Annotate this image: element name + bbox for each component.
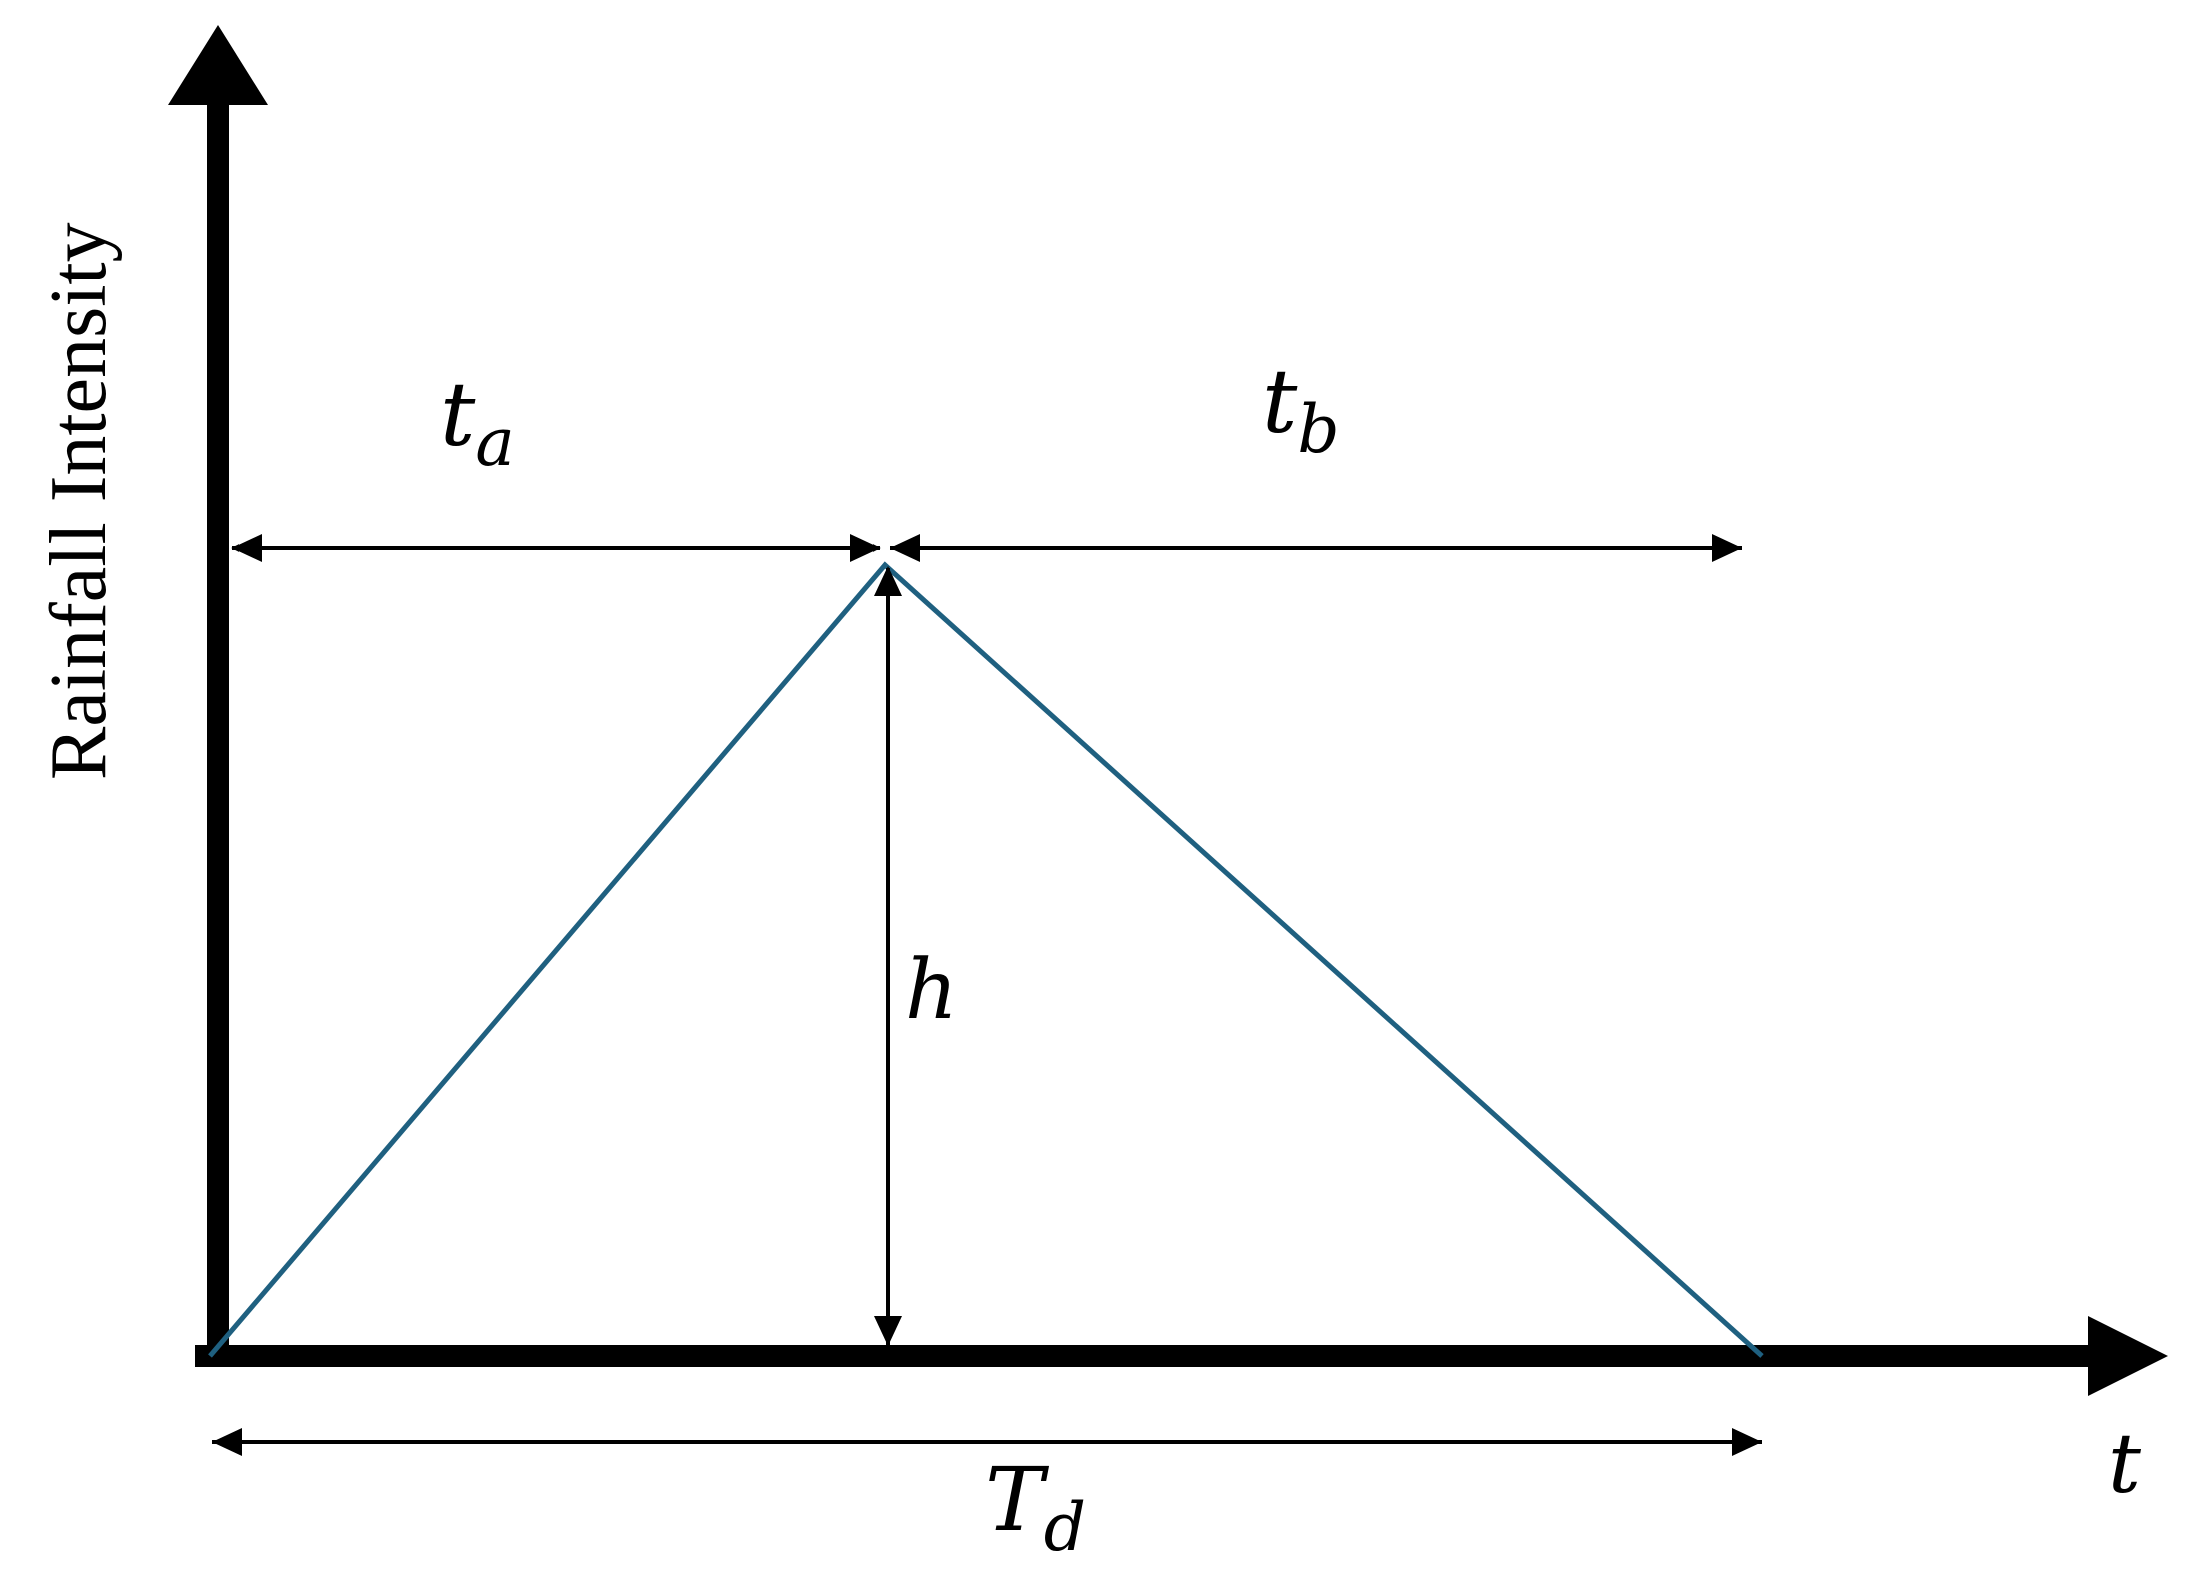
ta-label: ta (440, 363, 515, 481)
ta-label-sub: a (475, 404, 514, 481)
tb-label-base: t (1262, 350, 1298, 453)
x-axis-arrowhead (2088, 1316, 2168, 1396)
ta-label-base: t (440, 363, 476, 466)
h-arrowhead-top (874, 566, 902, 596)
tb-label: tb (1262, 350, 1340, 468)
td-label: Td (985, 1448, 1086, 1566)
h-arrowhead-bottom (874, 1316, 902, 1346)
hyetograph-triangle (208, 561, 1764, 1358)
tb-arrowhead-right (1712, 534, 1742, 562)
td-arrowhead-left (212, 1428, 242, 1456)
tb-arrowhead-left (890, 534, 920, 562)
tb-label-sub: b (1297, 391, 1339, 468)
x-axis-label: t (2108, 1417, 2142, 1512)
h-label: h (905, 943, 958, 1038)
td-label-base: T (985, 1448, 1050, 1551)
y-axis-arrowhead (168, 25, 268, 105)
y-axis-label: Rainfall Intensity (35, 222, 123, 780)
td-arrowhead-right (1732, 1428, 1762, 1456)
td-label-sub: d (1044, 1489, 1086, 1566)
ta-arrowhead-left (232, 534, 262, 562)
ta-arrowhead-right (850, 534, 880, 562)
